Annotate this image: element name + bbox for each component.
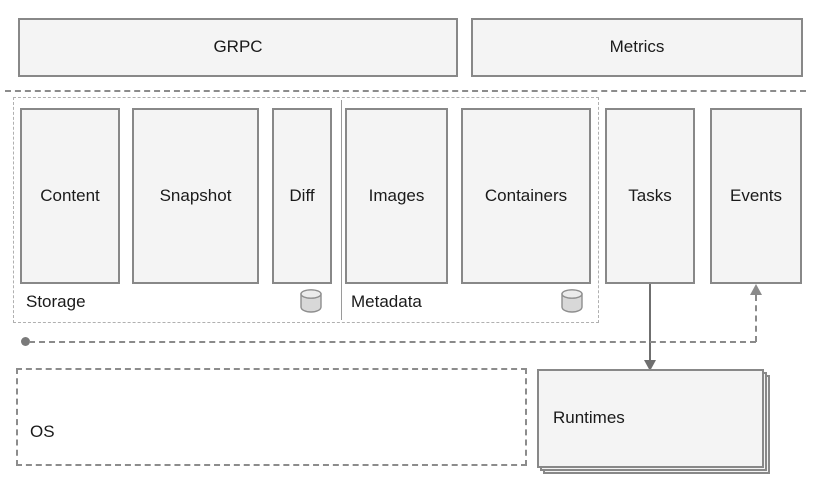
os-to-events-vertical-line — [755, 295, 757, 342]
tasks-to-runtimes-line — [649, 284, 651, 366]
snapshot-box[interactable]: Snapshot — [132, 108, 259, 284]
images-box[interactable]: Images — [345, 108, 448, 284]
grpc-label: GRPC — [213, 37, 263, 57]
containers-box[interactable]: Containers — [461, 108, 591, 284]
grpc-box[interactable]: GRPC — [18, 18, 458, 77]
tasks-to-runtimes-arrowhead — [644, 360, 656, 371]
tasks-box[interactable]: Tasks — [605, 108, 695, 284]
runtimes-label: Runtimes — [553, 408, 625, 428]
images-label: Images — [368, 185, 425, 205]
storage-metadata-divider — [341, 100, 342, 320]
runtimes-box[interactable]: Runtimes — [537, 369, 764, 468]
os-to-events-origin-dot — [21, 337, 30, 346]
content-box[interactable]: Content — [20, 108, 120, 284]
os-to-events-arrowhead — [750, 284, 762, 295]
diff-box[interactable]: Diff — [272, 108, 332, 284]
diff-label: Diff — [289, 185, 315, 205]
storage-group-label: Storage — [26, 292, 86, 311]
tasks-label: Tasks — [628, 185, 672, 205]
content-label: Content — [40, 185, 100, 205]
database-cylinder-icon — [299, 288, 323, 314]
containers-label: Containers — [484, 185, 568, 205]
events-box[interactable]: Events — [710, 108, 802, 284]
storage-metadata-container — [13, 97, 599, 323]
events-label: Events — [730, 185, 782, 205]
os-to-events-horizontal-line — [29, 341, 756, 343]
metadata-group-label: Metadata — [351, 292, 422, 311]
os-group — [16, 368, 527, 466]
metrics-box[interactable]: Metrics — [471, 18, 803, 77]
metrics-label: Metrics — [609, 37, 665, 57]
core-layer-group — [5, 90, 806, 92]
database-cylinder-icon — [560, 288, 584, 314]
os-group-label: OS — [30, 422, 55, 441]
snapshot-label: Snapshot — [159, 185, 232, 205]
